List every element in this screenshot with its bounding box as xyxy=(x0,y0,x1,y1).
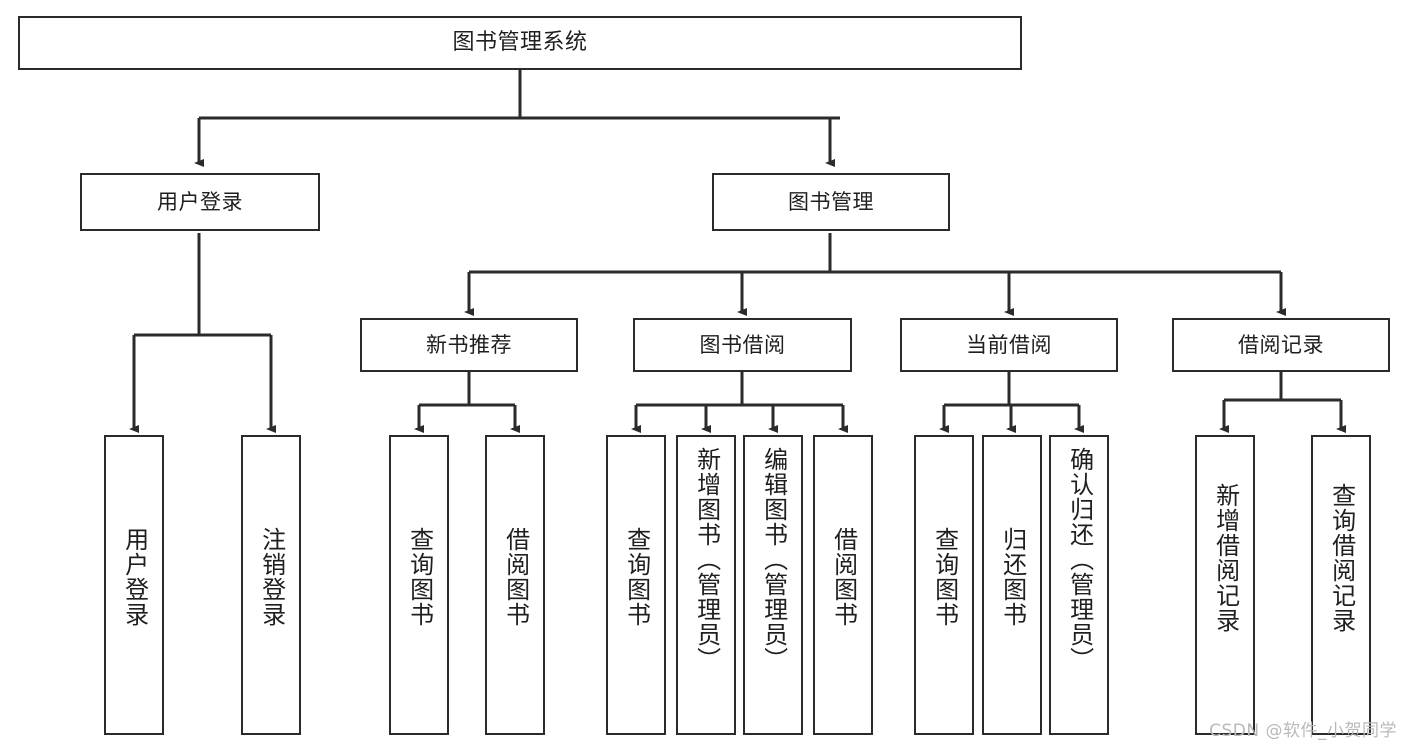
leaf-query-book-current[interactable]: 查询图书 xyxy=(914,435,974,735)
node-label: 查询借阅记录 xyxy=(1327,483,1356,633)
node-label: 查询图书 xyxy=(930,527,959,627)
node-root-system[interactable]: 图书管理系统 xyxy=(18,16,1022,70)
node-label: 当前借阅 xyxy=(966,332,1052,357)
node-label: 用户登录 xyxy=(120,527,149,627)
node-borrow-record[interactable]: 借阅记录 xyxy=(1172,318,1390,372)
node-label: 图书管理系统 xyxy=(452,30,588,56)
leaf-return-book[interactable]: 归还图书 xyxy=(982,435,1042,735)
node-label: 归还图书 xyxy=(998,527,1027,627)
node-label: 确认归还（管理员） xyxy=(1065,447,1094,672)
leaf-borrow-book[interactable]: 借阅图书 xyxy=(813,435,873,735)
leaf-query-borrow-record[interactable]: 查询借阅记录 xyxy=(1311,435,1371,735)
node-label: 借阅图书 xyxy=(829,527,858,627)
leaf-logout-login[interactable]: 注销登录 xyxy=(241,435,301,735)
node-label: 图书借阅 xyxy=(699,332,786,357)
node-user-login[interactable]: 用户登录 xyxy=(80,173,320,231)
node-book-borrow[interactable]: 图书借阅 xyxy=(633,318,852,372)
leaf-add-borrow-record[interactable]: 新增借阅记录 xyxy=(1195,435,1255,735)
node-label: 用户登录 xyxy=(157,189,243,214)
node-label: 借阅图书 xyxy=(501,527,530,627)
leaf-edit-book-admin[interactable]: 编辑图书（管理员） xyxy=(743,435,803,735)
leaf-query-book-recommend[interactable]: 查询图书 xyxy=(389,435,449,735)
node-label: 查询图书 xyxy=(622,527,651,627)
node-label: 新增借阅记录 xyxy=(1211,483,1240,633)
node-label: 新增图书（管理员） xyxy=(692,447,721,672)
leaf-borrow-book-recommend[interactable]: 借阅图书 xyxy=(485,435,545,735)
node-label: 编辑图书（管理员） xyxy=(759,447,788,672)
node-label: 借阅记录 xyxy=(1238,332,1324,357)
node-book-management[interactable]: 图书管理 xyxy=(712,173,950,231)
leaf-user-login[interactable]: 用户登录 xyxy=(104,435,164,735)
node-current-borrow[interactable]: 当前借阅 xyxy=(900,318,1118,372)
csdn-watermark: CSDN @软件_小贺同学 xyxy=(1209,721,1397,741)
node-label: 注销登录 xyxy=(257,527,286,627)
leaf-add-book-admin[interactable]: 新增图书（管理员） xyxy=(676,435,736,735)
node-label: 查询图书 xyxy=(405,527,434,627)
leaf-query-book-borrow[interactable]: 查询图书 xyxy=(606,435,666,735)
node-label: 图书管理 xyxy=(788,189,874,214)
node-new-book-recommend[interactable]: 新书推荐 xyxy=(360,318,578,372)
leaf-confirm-return-admin[interactable]: 确认归还（管理员） xyxy=(1049,435,1109,735)
node-label: 新书推荐 xyxy=(426,332,512,357)
